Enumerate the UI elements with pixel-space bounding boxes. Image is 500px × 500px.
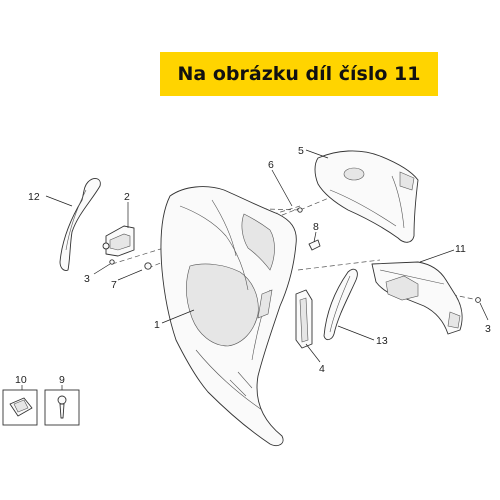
part-1-inner-shield [160,186,297,447]
part-12-bracket [59,178,101,271]
banner-text: Na obrázku díl číslo 11 [177,63,421,85]
callout-2: 2 [124,191,130,203]
part-3-screw-right [475,297,481,303]
part-8-screw [308,239,321,251]
callout-4: 4 [319,363,325,375]
callout-9: 9 [59,374,65,386]
callout-3-right: 3 [485,323,491,335]
callout-8: 8 [313,221,319,233]
part-number-banner: Na obrázku díl číslo 11 [160,52,438,96]
part-9-box [44,389,80,426]
part-10-box [2,389,38,426]
callout-5: 5 [298,145,304,157]
part-3-screw [109,259,115,265]
part-11-compartment [371,261,463,335]
callout-11: 11 [455,243,466,255]
callout-3-left: 3 [84,273,90,285]
assembly-line [297,259,381,271]
callout-7: 7 [111,279,117,291]
callout-10: 10 [15,374,27,386]
part-4-plate [295,289,313,349]
part-5-upper-panel [314,150,419,243]
part-2-clip [102,225,135,257]
callout-12: 12 [28,191,40,203]
callout-1: 1 [154,319,160,331]
part-7-washer [144,262,152,270]
callout-13: 13 [376,335,388,347]
part-6-clip [297,207,303,213]
part-13-trim [323,268,358,341]
callout-6: 6 [268,159,274,171]
